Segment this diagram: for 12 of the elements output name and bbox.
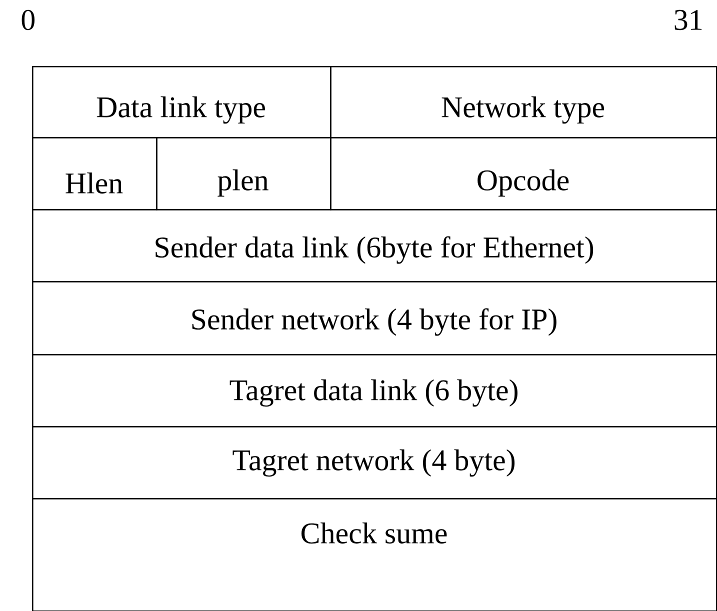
field-box: Sender data link (6byte for Ethernet) — [32, 209, 717, 282]
field-box: Data link type — [32, 66, 332, 138]
field-box: Hlen — [32, 137, 158, 210]
bit-number: 0 — [22, 10, 35, 30]
field-box: Opcode — [330, 137, 717, 210]
bit-number: 31 — [674, 10, 702, 30]
field-box: Network type — [330, 66, 717, 138]
field-box: Tagret network (4 byte) — [32, 426, 717, 500]
field-box: Tagret data link (6 byte) — [32, 354, 717, 428]
field-box: plen — [156, 137, 332, 210]
field-box: Sender network (4 byte for IP) — [32, 281, 717, 356]
field-box: Check sume — [32, 498, 717, 611]
